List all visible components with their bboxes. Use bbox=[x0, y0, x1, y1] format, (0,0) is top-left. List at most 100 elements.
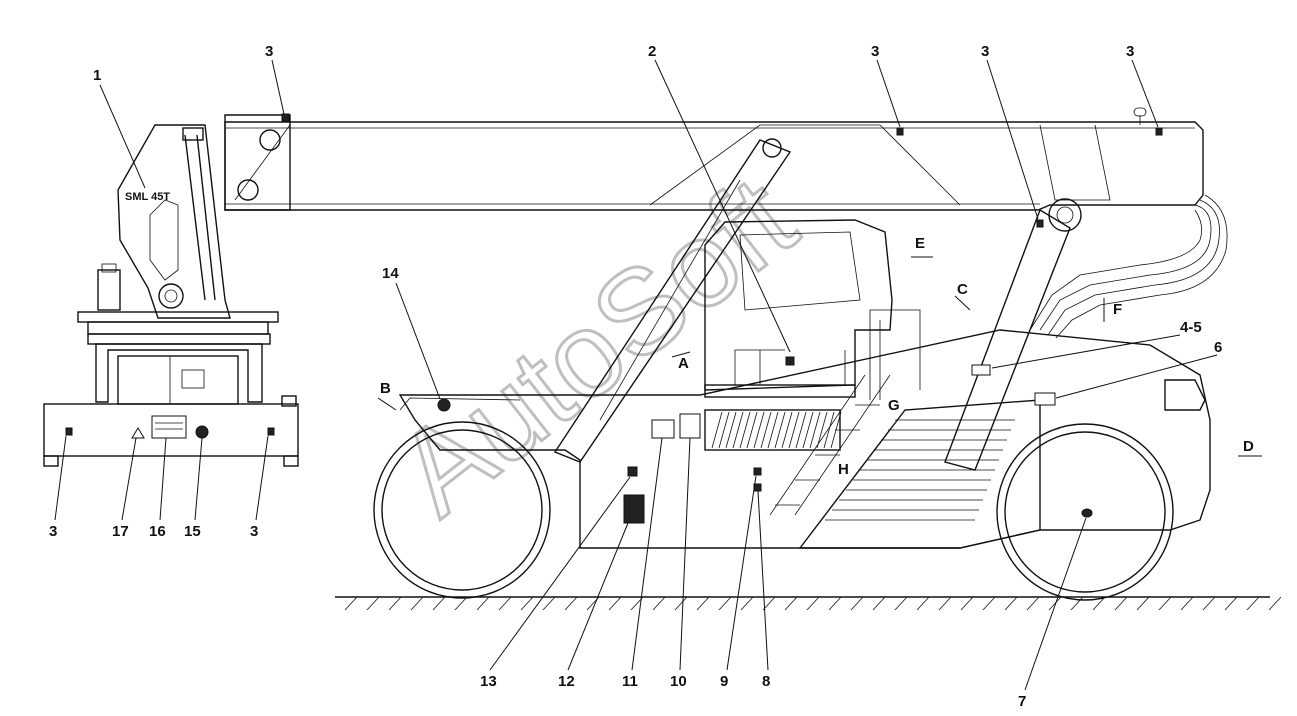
callout-11: 11 bbox=[622, 673, 638, 690]
grille-slat bbox=[830, 411, 842, 449]
callout-6: 6 bbox=[1214, 339, 1222, 356]
ground-hatch bbox=[1026, 596, 1040, 611]
ground-hatch bbox=[938, 596, 952, 611]
decal-3-left bbox=[65, 427, 73, 436]
decal-3-right bbox=[267, 427, 275, 436]
grille-slat bbox=[746, 411, 758, 449]
decal-7-hub bbox=[1081, 508, 1093, 518]
decal-4-5 bbox=[971, 364, 991, 376]
grille-slat bbox=[788, 411, 800, 449]
ground-hatch bbox=[1136, 596, 1150, 611]
callout-2: 2 bbox=[648, 43, 656, 60]
grille-slat bbox=[802, 411, 814, 449]
ground-hatch bbox=[894, 596, 908, 611]
decal-13 bbox=[627, 466, 638, 477]
ground-hatch bbox=[960, 596, 974, 611]
zone-f: F bbox=[1113, 301, 1122, 318]
ground-hatch bbox=[674, 596, 688, 611]
decal-3-boom-4 bbox=[1155, 127, 1163, 136]
ground-hatch bbox=[1004, 596, 1018, 611]
ground-hatch bbox=[982, 596, 996, 611]
decal-14 bbox=[437, 398, 451, 412]
grille-slat bbox=[767, 411, 779, 449]
callout-3: 3 bbox=[49, 523, 57, 540]
ground-hatch bbox=[718, 596, 732, 611]
ground-hatch bbox=[828, 596, 842, 611]
ground-hatch bbox=[1092, 596, 1106, 611]
ground-hatch bbox=[344, 596, 358, 611]
ground-hatch bbox=[652, 596, 666, 611]
grille-slat bbox=[816, 411, 828, 449]
ground-hatch bbox=[1180, 596, 1194, 611]
ground-hatch bbox=[366, 596, 380, 611]
decal-15-round bbox=[195, 425, 209, 439]
model-label: SML 45T bbox=[125, 191, 170, 203]
zone-h: H bbox=[838, 461, 849, 478]
grille-slat bbox=[718, 411, 730, 449]
decal-3-boom-2 bbox=[896, 127, 904, 136]
callout-17: 17 bbox=[112, 523, 129, 540]
ground-hatch bbox=[1070, 596, 1084, 611]
callout-3: 3 bbox=[1126, 43, 1134, 60]
ground-hatch bbox=[916, 596, 930, 611]
grille-slat bbox=[774, 411, 786, 449]
zone-a: A bbox=[678, 355, 689, 372]
decal-3-boom-3 bbox=[1036, 219, 1044, 228]
grille-slat bbox=[795, 411, 807, 449]
callout-14: 14 bbox=[382, 265, 399, 282]
ground-hatch bbox=[564, 596, 578, 611]
ground-hatch bbox=[850, 596, 864, 611]
ground-hatch bbox=[432, 596, 446, 611]
spreader-front-view bbox=[43, 124, 299, 467]
ground-hatch bbox=[454, 596, 468, 611]
callout-10: 10 bbox=[670, 673, 687, 690]
leader-lines bbox=[54, 59, 1262, 691]
grille-slat bbox=[753, 411, 765, 449]
ground-hatch bbox=[1048, 596, 1062, 611]
decal-6 bbox=[1034, 392, 1056, 406]
callout-13: 13 bbox=[480, 673, 497, 690]
zone-c: C bbox=[957, 281, 968, 298]
decal-12 bbox=[623, 494, 645, 524]
grille-slat bbox=[725, 411, 737, 449]
ground-hatch bbox=[608, 596, 622, 611]
ground-hatch bbox=[1224, 596, 1238, 611]
callout-8: 8 bbox=[762, 673, 770, 690]
callout-1: 1 bbox=[93, 67, 101, 84]
zone-b: B bbox=[380, 380, 391, 397]
decal-3-boom-1 bbox=[281, 113, 290, 122]
ground-hatch bbox=[1114, 596, 1128, 611]
callout-3: 3 bbox=[250, 523, 258, 540]
callout-15: 15 bbox=[184, 523, 201, 540]
ground-hatch bbox=[1268, 596, 1282, 611]
callout-3: 3 bbox=[981, 43, 989, 60]
ground-hatch bbox=[806, 596, 820, 611]
ground-hatch bbox=[872, 596, 886, 611]
callout-9: 9 bbox=[720, 673, 728, 690]
callout-labels: 1 2 3 3 3 3 3 3 4-5 6 7 8 9 10 11 12 13 … bbox=[49, 43, 1222, 710]
zone-labels: A B C D E F G H bbox=[380, 235, 1254, 478]
decal-17-warning-triangle bbox=[131, 427, 145, 439]
grille-slat bbox=[823, 411, 835, 449]
zone-g: G bbox=[888, 397, 900, 414]
ground bbox=[335, 596, 1282, 611]
ground-hatch bbox=[476, 596, 490, 611]
ground-hatch bbox=[388, 596, 402, 611]
callout-3: 3 bbox=[871, 43, 879, 60]
ground-hatch bbox=[542, 596, 556, 611]
grille-slat bbox=[732, 411, 744, 449]
callout-12: 12 bbox=[558, 673, 575, 690]
callout-16: 16 bbox=[149, 523, 166, 540]
decal-10 bbox=[679, 413, 701, 439]
decal-11 bbox=[651, 419, 675, 439]
zone-e: E bbox=[915, 235, 925, 252]
zone-d: D bbox=[1243, 438, 1254, 455]
ground-hatch bbox=[410, 596, 424, 611]
grille-slat bbox=[739, 411, 751, 449]
ground-hatch bbox=[784, 596, 798, 611]
ground-hatch bbox=[740, 596, 754, 611]
callout-3: 3 bbox=[265, 43, 273, 60]
decal-9 bbox=[753, 467, 762, 476]
